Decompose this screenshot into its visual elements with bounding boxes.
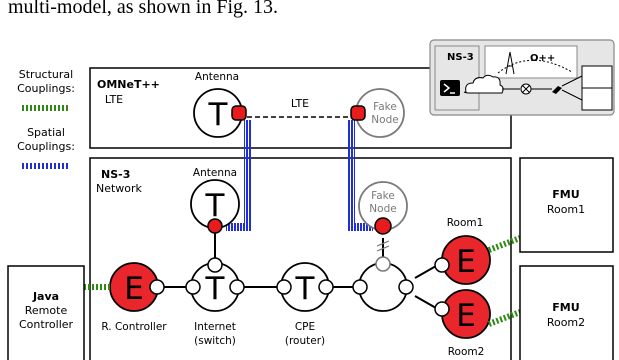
fake-node-ns3-line1: Fake xyxy=(371,190,395,202)
cpe-label-line1: CPE xyxy=(295,321,315,333)
inset-ns3-label: NS-3 xyxy=(447,52,474,63)
java-line2: Remote xyxy=(25,304,68,317)
terminal-icon xyxy=(440,80,460,96)
antenna-omnet-label: Antenna xyxy=(195,71,239,83)
room1-glyph: E xyxy=(456,244,476,280)
room1-label: Room1 xyxy=(447,217,484,229)
fake-node-ns3: Fake Node xyxy=(358,181,408,235)
spatial-coupling-antenna xyxy=(244,120,252,230)
legend-spatial-line1: Spatial xyxy=(27,126,65,139)
legend-structural-line2: Couplings: xyxy=(17,82,75,95)
fmu2-title: FMU xyxy=(552,301,579,314)
legend-structural-line1: Structural xyxy=(19,68,73,81)
room2-node: E Room2 xyxy=(434,289,491,358)
legend-spatial-line2: Couplings: xyxy=(17,140,75,153)
inset-fmu-block-2 xyxy=(581,87,613,111)
structural-couplings xyxy=(84,235,522,327)
java-controller-box: Java Remote Controller xyxy=(7,265,85,360)
caption-text: multi-model, as shown in Fig. 13. xyxy=(8,0,278,18)
room1-node: Room1 E xyxy=(434,217,491,285)
rcontroller-node: E R. Controller xyxy=(101,262,167,333)
structural-coupling-room2 xyxy=(487,309,522,327)
omnet-title: OMNeT++ xyxy=(97,78,160,91)
fmu-room1-box: FMU Room1 xyxy=(519,157,614,253)
cpe-router-node: T CPE (router) xyxy=(276,262,334,347)
rcontroller-glyph: E xyxy=(124,271,144,307)
fmu2-subtitle: Room2 xyxy=(547,316,585,329)
antenna-ns3-label: Antenna xyxy=(193,167,237,179)
ns3-subtitle: Network xyxy=(96,182,143,195)
internet-label-line2: (switch) xyxy=(194,335,236,347)
antenna-omnet-port xyxy=(231,105,247,121)
crossed-circle-icon xyxy=(520,83,532,95)
fake-node-ns3-line2: Node xyxy=(369,203,396,215)
fake-node-omnet: Fake Node xyxy=(350,88,405,138)
inset-window: NS-3 O++ xyxy=(429,39,615,116)
fake-node-ns3-port xyxy=(374,217,392,235)
omnet-subtitle: LTE xyxy=(105,93,123,106)
java-line3: Controller xyxy=(19,318,74,331)
antenna-omnet-glyph: T xyxy=(208,97,229,133)
antenna-ns3-glyph: T xyxy=(205,188,226,224)
antenna-omnet-node: Antenna T xyxy=(193,71,247,138)
spatial-couplings xyxy=(226,120,373,231)
ns3-title: NS-3 xyxy=(101,168,130,181)
fmu1-title: FMU xyxy=(552,188,579,201)
fmu1-subtitle: Room1 xyxy=(547,203,585,216)
inset-link-4 xyxy=(561,89,583,101)
inset-fmu-block-1 xyxy=(581,65,613,89)
cloud-icon xyxy=(463,74,504,94)
java-title: Java xyxy=(32,290,59,303)
fake-node-omnet-line1: Fake xyxy=(373,101,397,113)
structural-coupling-room1 xyxy=(487,235,522,253)
fmu-room2-box: FMU Room2 xyxy=(519,265,614,360)
link-switch-room1 xyxy=(414,265,437,279)
room2-glyph: E xyxy=(456,298,476,334)
fake-node-omnet-line2: Node xyxy=(371,114,398,126)
internet-glyph: T xyxy=(205,271,226,307)
lte-link-label: LTE xyxy=(291,97,309,110)
cpe-glyph: T xyxy=(295,271,316,307)
internet-switch-node: T Internet (switch) xyxy=(185,257,245,347)
spatial-coupling-fake-node xyxy=(347,120,355,230)
room2-label: Room2 xyxy=(448,346,485,358)
link-switch-room2 xyxy=(414,295,437,309)
cpe-label-line2: (router) xyxy=(285,335,325,347)
plug-icon xyxy=(552,86,562,94)
rcontroller-label: R. Controller xyxy=(101,321,167,333)
internet-label-line1: Internet xyxy=(194,321,236,333)
antenna-ns3-port xyxy=(207,218,223,234)
legend: Structural Couplings: Spatial Couplings: xyxy=(17,68,75,169)
room-switch-node xyxy=(352,256,414,312)
fake-node-omnet-port xyxy=(350,105,366,121)
signal-arc-icon xyxy=(497,59,573,74)
antenna-ns3-node: Antenna T xyxy=(190,167,240,234)
inset-link-3 xyxy=(561,75,583,87)
inset-omnet-label: O++ xyxy=(530,53,555,64)
